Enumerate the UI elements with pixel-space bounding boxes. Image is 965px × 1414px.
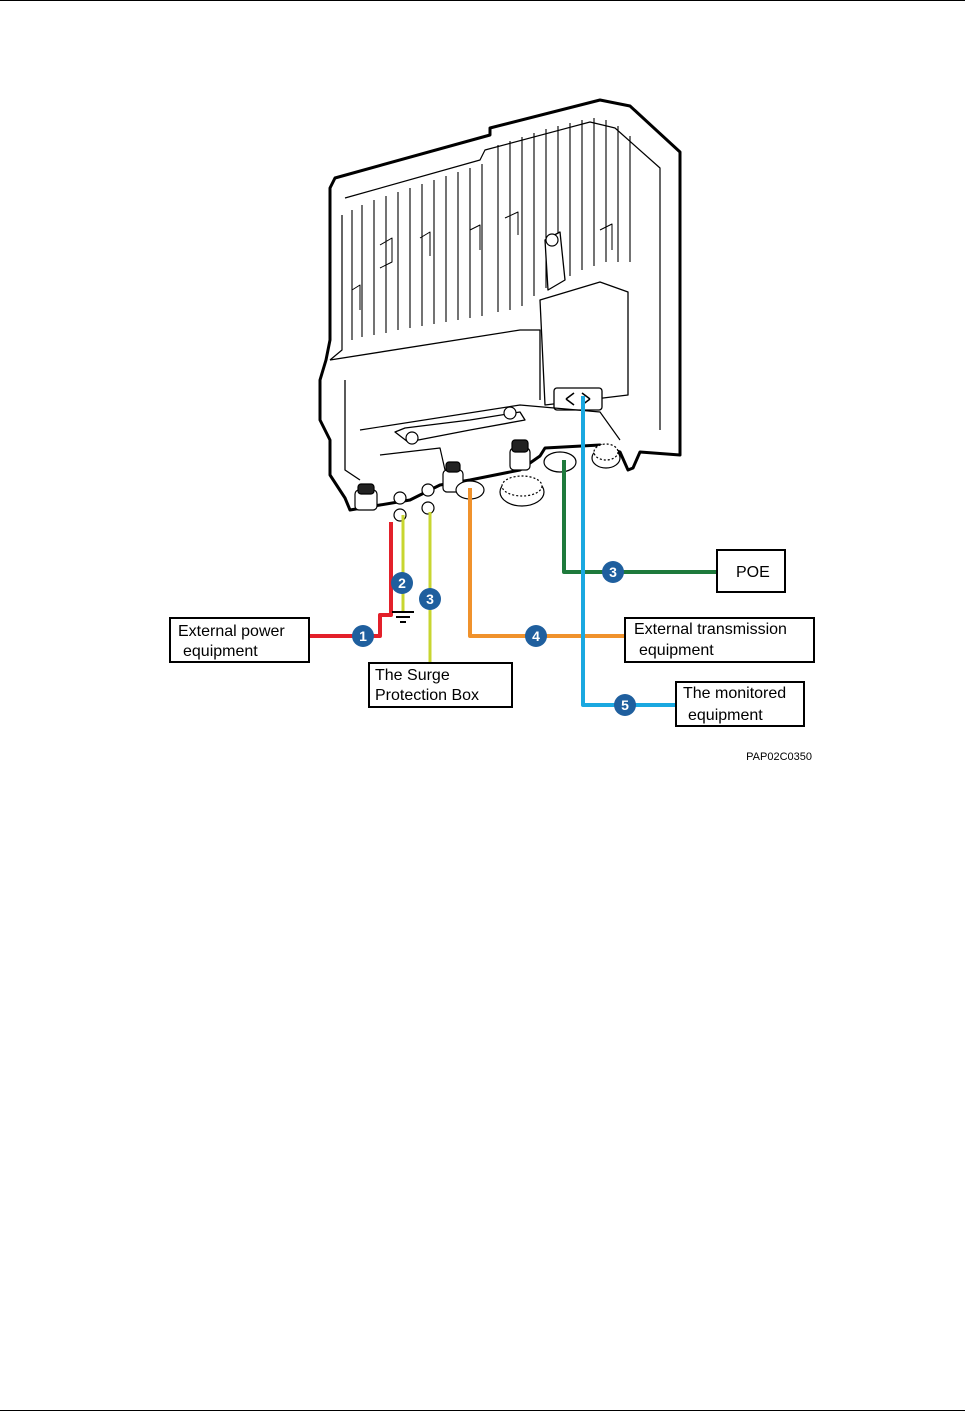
power-cable (310, 522, 391, 636)
callout-3-poe: 3 (602, 561, 624, 583)
svg-text:2: 2 (398, 575, 406, 591)
device-illustration (320, 100, 680, 521)
svg-text:POE: POE (736, 564, 770, 581)
svg-text:External power: External power (178, 623, 285, 640)
monitored-box: The monitored equipment (676, 682, 804, 726)
svg-text:Protection Box: Protection Box (375, 687, 479, 704)
svg-text:The monitored: The monitored (683, 685, 786, 702)
figure-id: PAP02C0350 (746, 751, 812, 763)
ground-icon (392, 612, 414, 622)
external-power-box: External power equipment (170, 618, 309, 662)
svg-text:3: 3 (426, 591, 434, 607)
callout-3-surge: 3 (419, 588, 441, 610)
svg-text:1: 1 (359, 628, 367, 644)
poe-box: POE (717, 550, 785, 592)
svg-text:equipment: equipment (639, 642, 714, 659)
svg-text:3: 3 (609, 564, 617, 580)
transmission-cable (470, 488, 625, 636)
svg-text:4: 4 (532, 628, 540, 644)
svg-text:5: 5 (621, 697, 629, 713)
svg-text:External transmission: External transmission (634, 621, 787, 638)
surge-box: The Surge Protection Box (369, 663, 512, 707)
svg-text:equipment: equipment (183, 643, 258, 660)
callout-5: 5 (614, 694, 636, 716)
external-transmission-box: External transmission equipment (625, 618, 814, 662)
svg-text:The Surge: The Surge (375, 667, 450, 684)
svg-text:equipment: equipment (688, 707, 763, 724)
poe-cable (564, 460, 717, 572)
callout-2: 2 (391, 572, 413, 594)
callout-1: 1 (352, 625, 374, 647)
callout-4: 4 (525, 625, 547, 647)
